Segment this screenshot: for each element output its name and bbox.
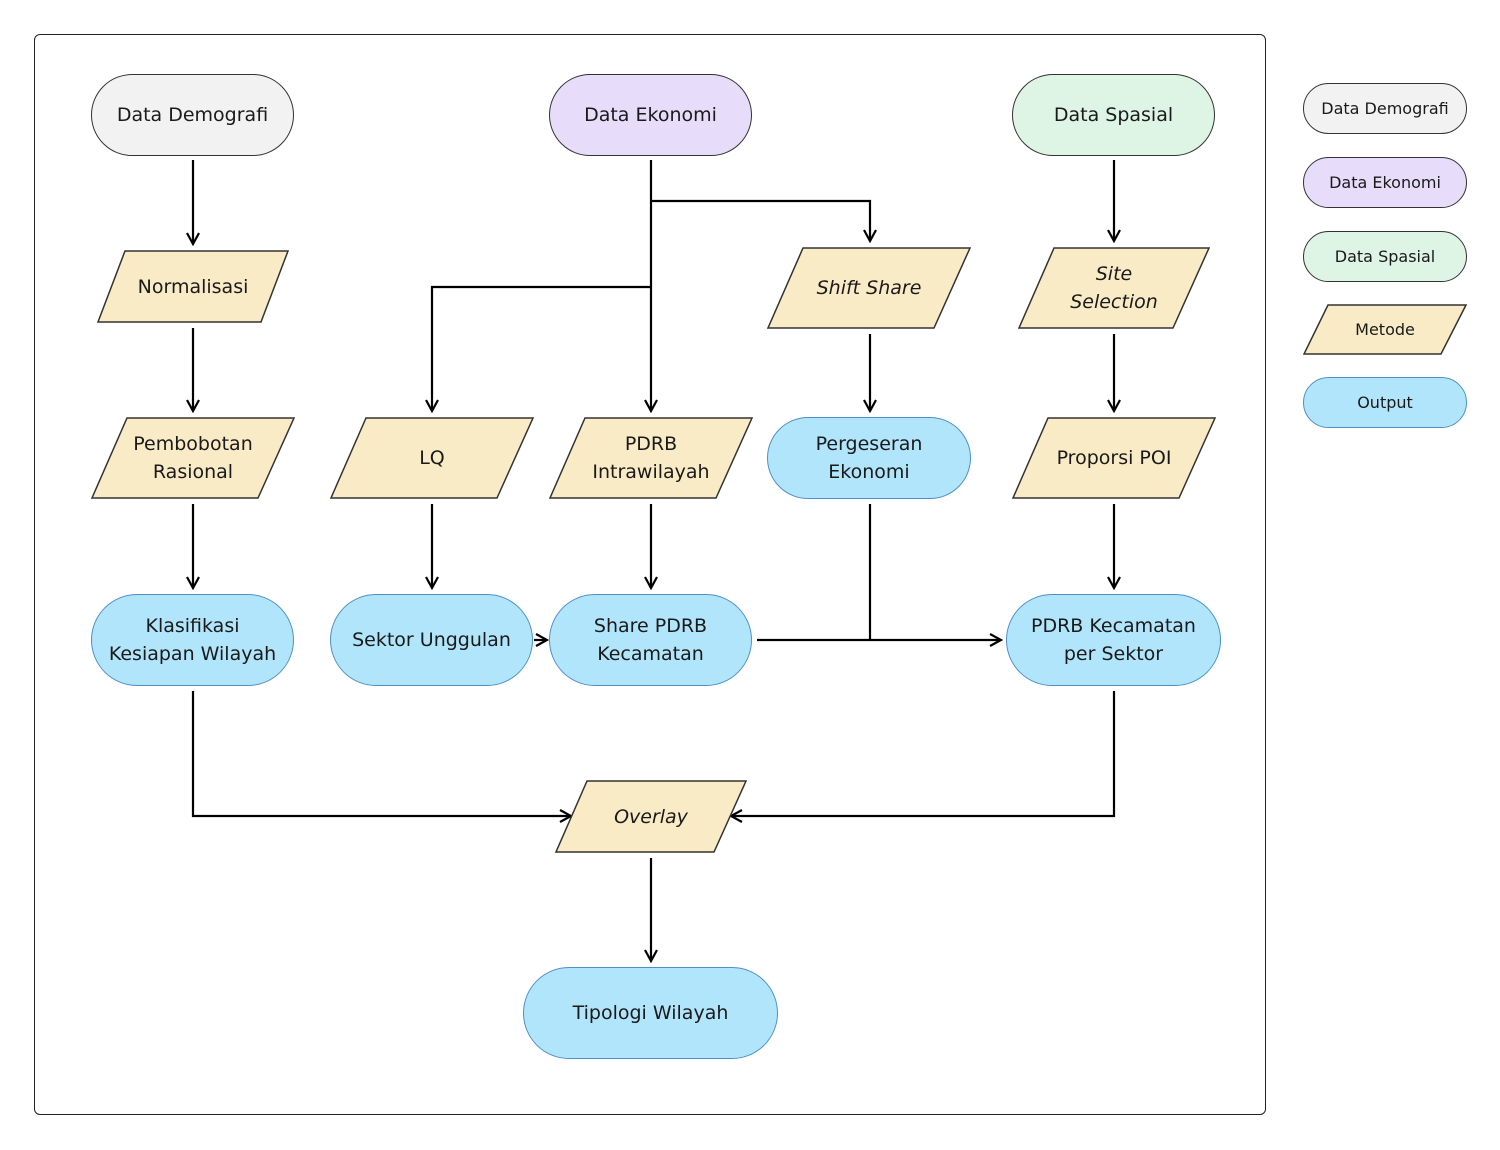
node-lq: LQ xyxy=(330,417,534,499)
edge-pdrb-kecamatan-overlay xyxy=(731,691,1116,816)
node-pdrb-intrawilayah: PDRB Intrawilayah xyxy=(549,417,753,499)
node-data-demografi: Data Demografi xyxy=(91,74,294,156)
legend-data-spasial: Data Spasial xyxy=(1303,231,1467,282)
parallelogram-shape xyxy=(767,247,971,329)
node-pdrb-kecamatan-per-sektor: PDRB Kecamatan per Sektor xyxy=(1006,594,1221,686)
edge-ekonomi-lq xyxy=(432,285,651,411)
node-data-ekonomi: Data Ekonomi xyxy=(549,74,752,156)
parallelogram-shape xyxy=(97,250,289,323)
legend-data-ekonomi: Data Ekonomi xyxy=(1303,157,1467,208)
parallelogram-shape xyxy=(1018,247,1210,329)
parallelogram-shape xyxy=(330,417,534,499)
edge-klasifikasi-overlay xyxy=(191,691,571,816)
node-shift-share: Shift Share xyxy=(767,247,971,329)
diagram-frame xyxy=(34,34,1266,1115)
node-share-pdrb-kecamatan: Share PDRB Kecamatan xyxy=(549,594,752,686)
node-normalisasi: Normalisasi xyxy=(97,250,289,323)
node-site-selection: Site Selection xyxy=(1018,247,1210,329)
parallelogram-shape xyxy=(555,780,747,853)
node-pembobotan-rasional: Pembobotan Rasional xyxy=(91,417,295,499)
parallelogram-shape xyxy=(1012,417,1216,499)
legend-metode: Metode xyxy=(1303,304,1467,355)
node-tipologi-wilayah: Tipologi Wilayah xyxy=(523,967,778,1059)
node-data-spasial: Data Spasial xyxy=(1012,74,1215,156)
parallelogram-shape xyxy=(549,417,753,499)
node-pergeseran-ekonomi: Pergeseran Ekonomi xyxy=(767,417,971,499)
node-proporsi-poi: Proporsi POI xyxy=(1012,417,1216,499)
node-sektor-unggulan: Sektor Unggulan xyxy=(330,594,533,686)
legend-output: Output xyxy=(1303,377,1467,428)
legend-data-demografi: Data Demografi xyxy=(1303,83,1467,134)
parallelogram-shape xyxy=(91,417,295,499)
parallelogram-shape xyxy=(1303,304,1467,355)
edge-ekonomi-shift-share xyxy=(651,199,870,241)
node-klasifikasi-kesiapan-wilayah: Klasifikasi Kesiapan Wilayah xyxy=(91,594,294,686)
node-overlay: Overlay xyxy=(555,780,747,853)
